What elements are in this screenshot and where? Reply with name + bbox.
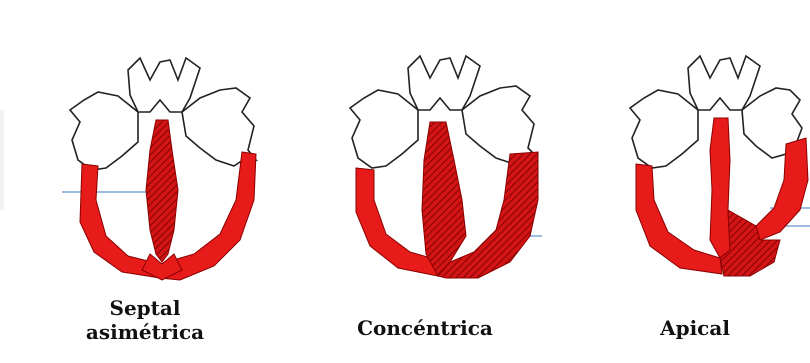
label-apical-line1: Apical <box>560 316 810 340</box>
label-septal-line1: Septal <box>10 296 280 320</box>
left-atrium <box>70 92 138 170</box>
great-vessels <box>408 56 480 110</box>
heart-apical <box>560 40 810 280</box>
right-atrium <box>462 86 536 164</box>
left-atrium <box>350 90 418 168</box>
great-vessels <box>128 58 200 112</box>
label-apical: Apical <box>560 316 810 340</box>
label-septal-line2: asimétrica <box>10 320 280 344</box>
panel-concentric: Concéntrica <box>290 0 560 363</box>
septum <box>710 118 730 258</box>
left-atrium <box>630 90 698 168</box>
panel-apical: Apical <box>560 0 810 363</box>
label-concentric: Concéntrica <box>290 316 560 340</box>
septum-hatched <box>422 122 466 276</box>
page-edge <box>0 110 4 210</box>
label-concentric-line1: Concéntrica <box>290 316 560 340</box>
heart-septal <box>10 40 280 280</box>
great-vessels <box>688 56 760 110</box>
ventricle-wall-left <box>636 164 722 274</box>
label-septal: Septal asimétrica <box>10 296 280 344</box>
heart-concentric <box>290 40 560 280</box>
septum-hatched <box>146 120 178 262</box>
panel-septal: Septal asimétrica <box>10 0 280 363</box>
